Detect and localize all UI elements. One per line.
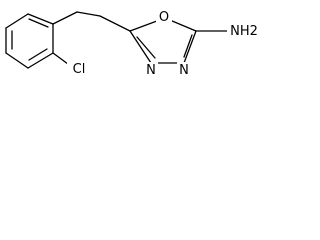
methylene-bond-2 (76, 11, 101, 17)
ring-bond (27, 13, 54, 25)
methylene-bond-3 (99, 15, 131, 32)
nitrogen-right-label: N (179, 63, 189, 78)
amine-label-bg (227, 22, 261, 40)
ring-bond (5, 52, 29, 69)
ring-bond (183, 30, 197, 64)
ring-bond (129, 30, 152, 64)
chlorine-label-bg (67, 61, 91, 79)
molecule-diagram: O N N NH2 Cl (5, 9, 261, 79)
ring-inner-bond (28, 48, 48, 61)
ring-inner-bond (28, 18, 49, 28)
oxadiazole-ring (129, 17, 230, 64)
nitrogen-right-label-bg (177, 62, 191, 78)
oxygen-label-bg (156, 9, 172, 25)
methylene-bond-1 (52, 11, 78, 25)
ring-bond (27, 52, 54, 69)
oxygen-label: O (159, 10, 169, 25)
nitrogen-left-label: N (146, 63, 156, 78)
benzene-ring (5, 13, 54, 69)
amine-label: NH2 (230, 24, 258, 39)
substituent-bonds (52, 11, 131, 68)
oxadiazole-inner-bond (183, 34, 193, 58)
oxadiazole-inner-bond (136, 36, 156, 59)
nitrogen-left-label-bg (144, 62, 158, 78)
chemical-structure-canvas: O N N NH2 Cl (0, 0, 268, 94)
ring-bond (5, 13, 29, 29)
chlorine-label: Cl (73, 62, 86, 77)
